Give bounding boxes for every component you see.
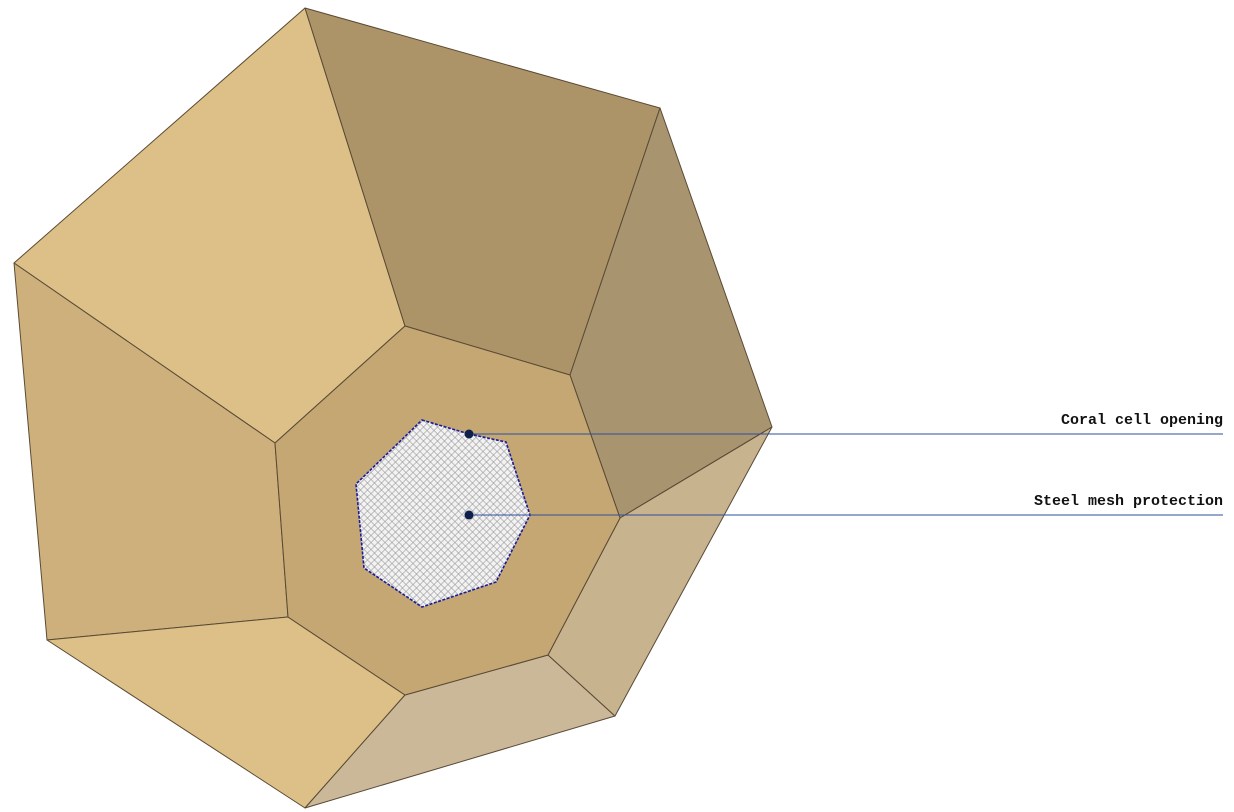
- mesh-border: [355, 419, 531, 608]
- marker-coral-cell-opening: [464, 429, 474, 439]
- label-coral-cell-opening: Coral cell opening: [1061, 412, 1223, 429]
- label-steel-mesh-protection: Steel mesh protection: [1034, 493, 1223, 510]
- outer-faces: [13, 7, 773, 809]
- steel-mesh: [355, 419, 531, 608]
- marker-steel-mesh-protection: [464, 510, 474, 520]
- mesh-pattern: [356, 420, 530, 607]
